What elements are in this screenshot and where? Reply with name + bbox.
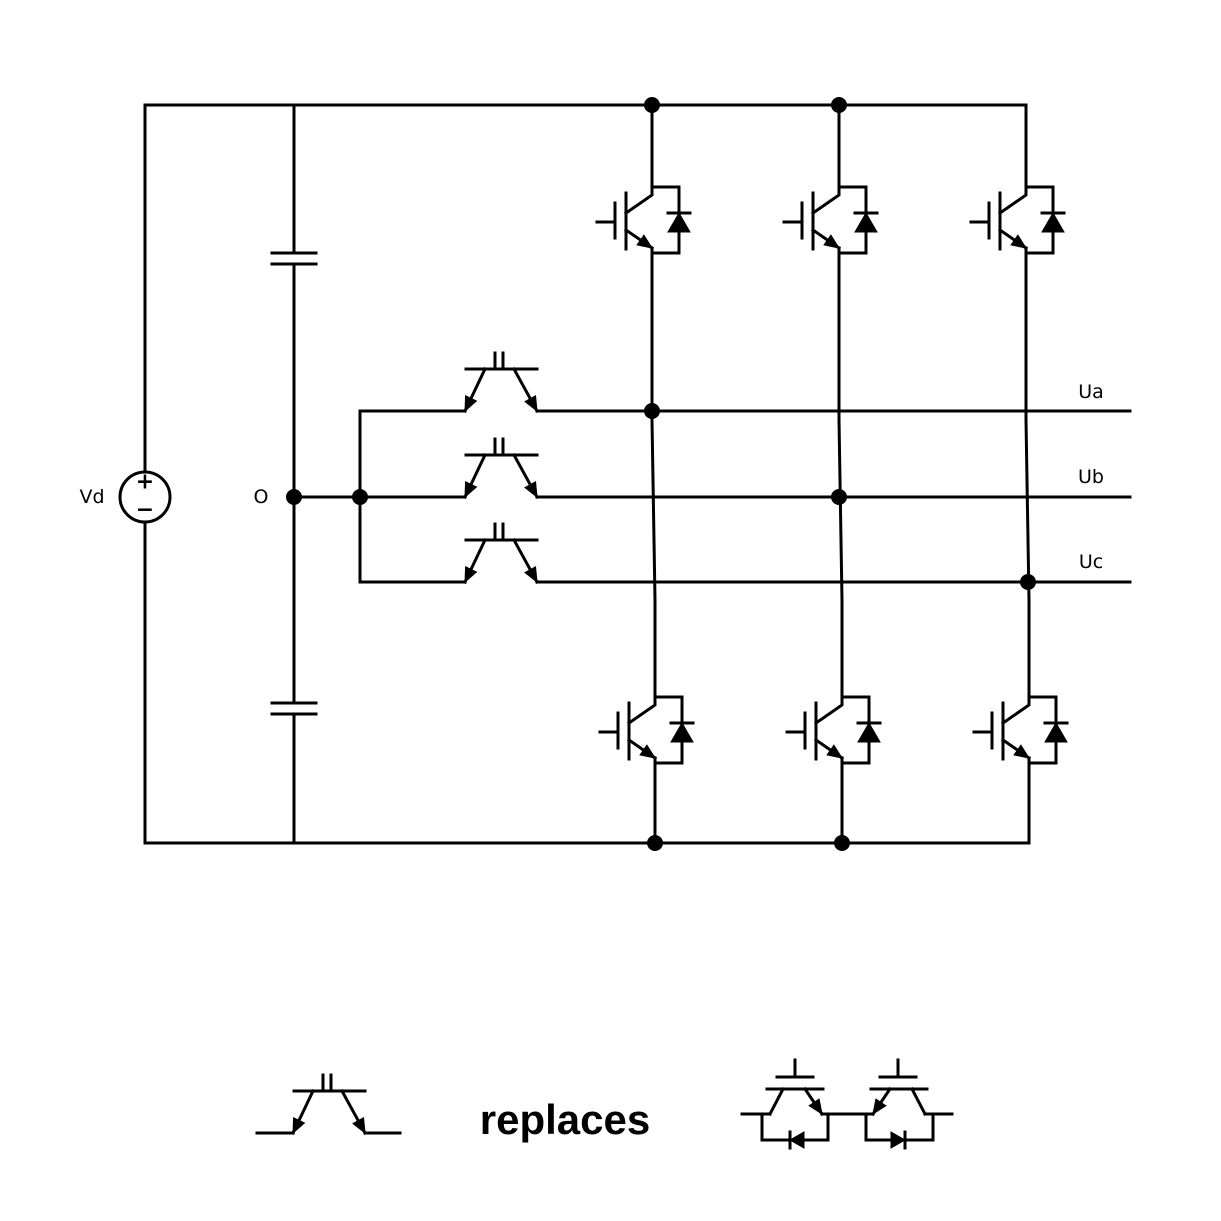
arrow-head [826,744,844,759]
diode-triangle [854,212,878,233]
arrow-head [639,744,657,759]
collector [623,185,654,216]
arrow-head [464,481,478,499]
phase-c-label: Uc [1078,551,1104,573]
bidirectional-switch-c [358,522,1132,585]
phase-b-label: Ub [1078,466,1104,488]
junction-dot [644,403,660,419]
diode-triangle [667,212,691,233]
voltage-source-circle [118,470,172,524]
collector [1000,695,1031,726]
junction-dot [834,835,850,851]
junction-dot [286,489,302,505]
arrow-head [524,566,538,584]
junction-dot [831,489,847,505]
voltage-source [118,470,172,524]
arrow-head [464,566,478,584]
legend-bidirectional-switch [255,1073,402,1136]
collector [909,1086,928,1117]
igbt-upper-3 [969,185,1066,255]
igbt-lower-1 [598,695,695,765]
legend-igbt-pair [740,1058,954,1150]
phase-leg [837,251,844,699]
igbt-lower-2 [785,695,882,765]
bidirectional-switch-b [358,437,1132,500]
phase-a-label: Ua [1078,381,1104,403]
capacitor [270,701,318,716]
phase-leg [650,251,657,699]
bidirectional-switch-a [358,351,1132,414]
junction-dot [352,489,368,505]
wiring [143,103,1031,845]
arrow-head [823,234,841,249]
source-plus-sign: + [135,469,155,495]
arrow-head [464,395,478,413]
top-rail [143,103,1028,474]
junction-dot [1020,574,1036,590]
phase-leg [1024,251,1031,699]
diode-loop [864,1112,935,1142]
collector [813,695,844,726]
collector [810,185,841,216]
diode-triangle [670,722,694,743]
collector [626,695,657,726]
source-minus-sign: − [135,497,155,523]
arrow-head [524,395,538,413]
source-label: Vd [79,486,105,508]
diode-triangle [857,722,881,743]
diode-triangle [788,1131,805,1149]
arrow-head [1013,744,1031,759]
diode-loop [760,1112,830,1142]
arrow-head [808,1098,823,1116]
collector [997,185,1028,216]
igbt-lower-3 [972,695,1069,765]
arrow-head [292,1117,306,1135]
midpoint-label: O [253,486,269,508]
arrow-head [1010,234,1028,249]
legend-replaces-text: replaces [479,1096,651,1143]
junction-dot [647,835,663,851]
igbt-upper-1 [595,185,692,255]
junction-dot [831,97,847,113]
arrow-head [636,234,654,249]
diode-triangle [890,1131,907,1149]
capacitor [270,251,318,266]
bottom-rail [143,520,1031,845]
igbt-upper-2 [782,185,879,255]
arrow-head [524,481,538,499]
junction-dot [644,97,660,113]
diode-triangle [1044,722,1068,743]
arrow-head [872,1098,887,1116]
diode-triangle [1041,212,1065,233]
collector [767,1086,786,1117]
arrow-head [352,1117,366,1135]
